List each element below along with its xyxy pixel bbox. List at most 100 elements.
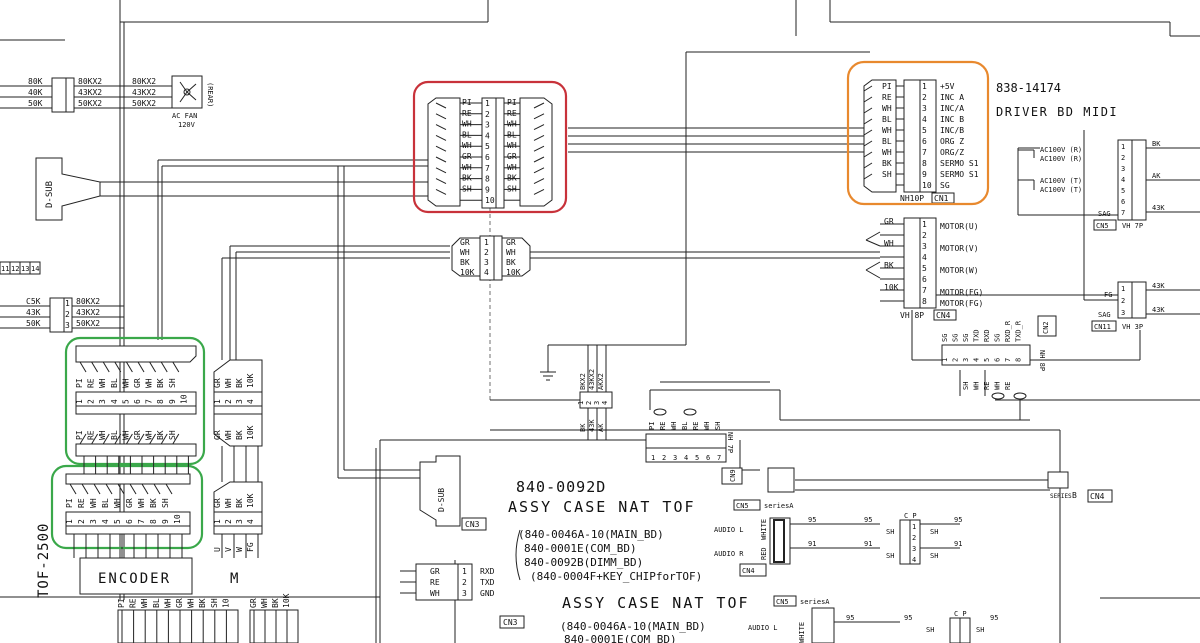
- gb-top-color: WH: [113, 498, 122, 508]
- red-crimp: [533, 156, 545, 163]
- cn2-pin: 1: [941, 358, 949, 362]
- green-highlight-bottom: [50, 464, 204, 550]
- red-crimp: [435, 124, 447, 131]
- mid-left-harness: C5K 43K 50K 1 2 3 80KX2 43KX2 50KX2: [0, 297, 124, 333]
- gt-pin: 5: [121, 399, 130, 404]
- ac-label: AC100V (R): [1040, 146, 1082, 154]
- mid-pin: 3: [484, 258, 489, 267]
- rvb-bottom-color: U: [213, 547, 222, 552]
- bottom-label: WH: [163, 598, 172, 608]
- term-num: 12: [11, 265, 19, 273]
- cn11-pin: 3: [1121, 309, 1125, 317]
- red-crimp: [435, 102, 447, 109]
- red-crimp: [533, 124, 545, 131]
- audio2-num: 95: [846, 614, 854, 622]
- gb-crimp: [165, 483, 173, 495]
- cn9-wire-color: RE: [659, 422, 667, 430]
- gnd-pin: 1: [577, 401, 585, 405]
- gb-top-color: SH: [161, 498, 170, 508]
- cn9-pin: 5: [695, 454, 699, 462]
- cn2-signal: SG: [994, 334, 1002, 342]
- gt-bottom-color: BL: [110, 430, 119, 440]
- bottom-label: 10: [221, 598, 230, 608]
- gt-top-color: PI: [75, 378, 84, 388]
- rvt-bottom-color: WH: [224, 430, 233, 440]
- tl-right-label: 80KX2: [78, 77, 102, 86]
- red-crimp: [533, 167, 545, 174]
- tl-left-label: 40K: [28, 88, 43, 97]
- cn3-wire-color: WH: [430, 589, 440, 598]
- red-highlight: [412, 80, 568, 214]
- rvb-top-color: BK: [235, 498, 244, 508]
- cn9-wire-color: PI: [648, 422, 656, 430]
- gb-top-color: GR: [125, 498, 134, 508]
- gb-top-color: BK: [149, 498, 158, 508]
- red-left-color: WH: [462, 120, 472, 129]
- audio-num: 95: [808, 516, 816, 524]
- board-labels: 840-0092D ASSY CASE NAT TOF (840-0046A-1…: [499, 478, 748, 643]
- cn3-pin: 1: [462, 567, 467, 576]
- driver-name: DRIVER BD MIDI: [996, 105, 1118, 119]
- ml-pin: 3: [65, 321, 70, 330]
- gt-crimp: [137, 433, 145, 445]
- audio2-num: 95: [990, 614, 998, 622]
- gb-top-color: BL: [101, 498, 110, 508]
- ml-right-label: 80KX2: [76, 297, 100, 306]
- red-crimp: [435, 113, 447, 120]
- gt-crimp: [149, 361, 157, 373]
- gt-top-color: BL: [110, 378, 119, 388]
- audio-sh: SH: [930, 528, 938, 536]
- gb-crimp: [117, 483, 125, 495]
- cn9-type: NH 7P: [726, 432, 734, 453]
- gb-crimp: [129, 483, 137, 495]
- cn9-wire-color: WH: [670, 422, 678, 430]
- audio-section: CN5 seriesA AUDIO L AUDIO R RED WHITE 95…: [714, 467, 962, 577]
- cp-pin: 2: [912, 534, 916, 542]
- red-left-color: BL: [462, 130, 472, 139]
- mid-pin: 4: [484, 268, 489, 277]
- gt-pin: 2: [87, 399, 96, 404]
- rvt-bottom-color: 10K: [246, 425, 255, 440]
- tl-left-label: 50K: [28, 99, 43, 108]
- cn5r-pin: 7: [1121, 209, 1125, 217]
- driver-pin: 8: [922, 159, 927, 168]
- cn3-wire-color: GR: [430, 567, 440, 576]
- cn2-signal: SG: [952, 334, 960, 342]
- audio-sh: SH: [886, 552, 894, 560]
- cn4-signal: MOTOR(W): [940, 266, 979, 275]
- mid-right-color: WH: [506, 248, 516, 257]
- cn9-pin: 2: [662, 454, 666, 462]
- audio-wire: RED: [760, 547, 768, 560]
- driver-signal: INC/A: [940, 104, 964, 113]
- gt-crimp: [149, 433, 157, 445]
- rvt-top-color: GR: [213, 378, 222, 388]
- ml-right-label: 50KX2: [76, 319, 100, 328]
- driver-crimp: [863, 129, 873, 136]
- cn4-signal: MOTOR(FG): [940, 288, 983, 297]
- board-sub-repeat: 840-0001E(COM_BD): [564, 633, 677, 643]
- red-left-color: WH: [462, 163, 472, 172]
- tof-label: TOF-2500: [36, 523, 52, 598]
- driver-wire-color: BL: [882, 115, 892, 124]
- red-left-color: RE: [462, 109, 472, 118]
- cn4-pin: 3: [922, 242, 927, 251]
- red-crimp: [435, 178, 447, 185]
- cn5r-wire: AK: [1152, 172, 1161, 180]
- gt-top-color: SH: [168, 378, 177, 388]
- driver-pin: 1: [922, 82, 927, 91]
- driver-signal: INC A: [940, 93, 964, 102]
- audio-section-2: CN5 seriesA AUDIO L WHITE 95 95 SH C P S…: [748, 595, 998, 643]
- audio-num: 91: [808, 540, 816, 548]
- gb-pin: 1: [65, 519, 74, 524]
- audio2-name: CN5: [776, 598, 789, 606]
- cn2-signal: RXD: [983, 329, 991, 342]
- gb-crimp: [69, 483, 77, 495]
- rvb-pin: 3: [235, 519, 244, 524]
- cn5-mid-series: seriesA: [764, 502, 794, 510]
- rvt-bottom-color: BK: [235, 430, 244, 440]
